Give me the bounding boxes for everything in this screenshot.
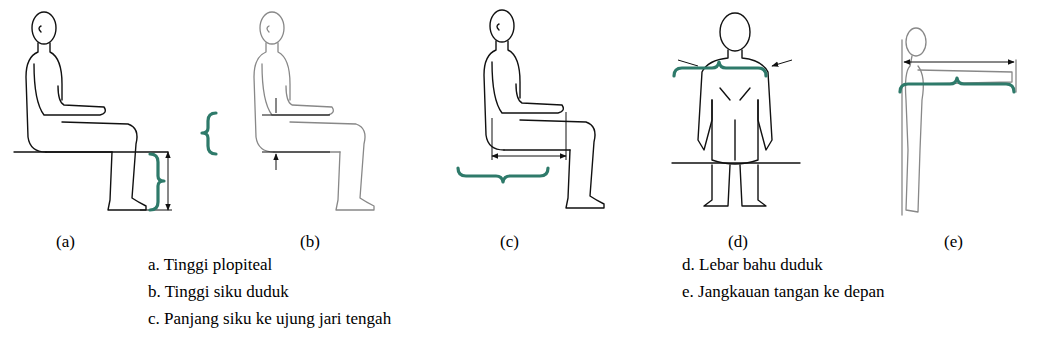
figure-letter: (d) xyxy=(728,232,748,252)
seated-figure xyxy=(254,12,374,210)
caption-item: b. Tinggi siku duduk xyxy=(148,282,289,302)
green-bracket xyxy=(202,113,216,154)
caption-item: c. Panjang siku ke ujung jari tengah xyxy=(148,309,391,329)
figure-letter: (a) xyxy=(56,232,75,252)
standing-figure xyxy=(902,28,1016,215)
back-view-figure xyxy=(672,13,800,206)
dimension-line xyxy=(262,115,330,152)
dimension-arrow xyxy=(276,98,277,170)
dimension-arrow xyxy=(492,156,566,157)
extension-line xyxy=(492,112,566,160)
figure-letter: (b) xyxy=(300,232,320,252)
dimension-arrow xyxy=(904,62,1014,63)
green-bracket xyxy=(674,62,766,76)
seat-line xyxy=(14,151,168,152)
caption-item: e. Jangkauan tangan ke depan xyxy=(682,282,885,302)
figure-letter: (c) xyxy=(500,232,519,252)
caption-item: d. Lebar bahu duduk xyxy=(682,255,823,275)
figure-letter: (e) xyxy=(944,232,963,252)
dimension-arrow xyxy=(168,152,169,210)
seated-figure xyxy=(26,12,146,210)
green-bracket xyxy=(900,78,1014,92)
green-bracket xyxy=(458,168,548,182)
dimension-arrow xyxy=(678,60,792,66)
caption-item: a. Tinggi plopiteal xyxy=(148,255,272,275)
green-bracket xyxy=(150,154,164,210)
